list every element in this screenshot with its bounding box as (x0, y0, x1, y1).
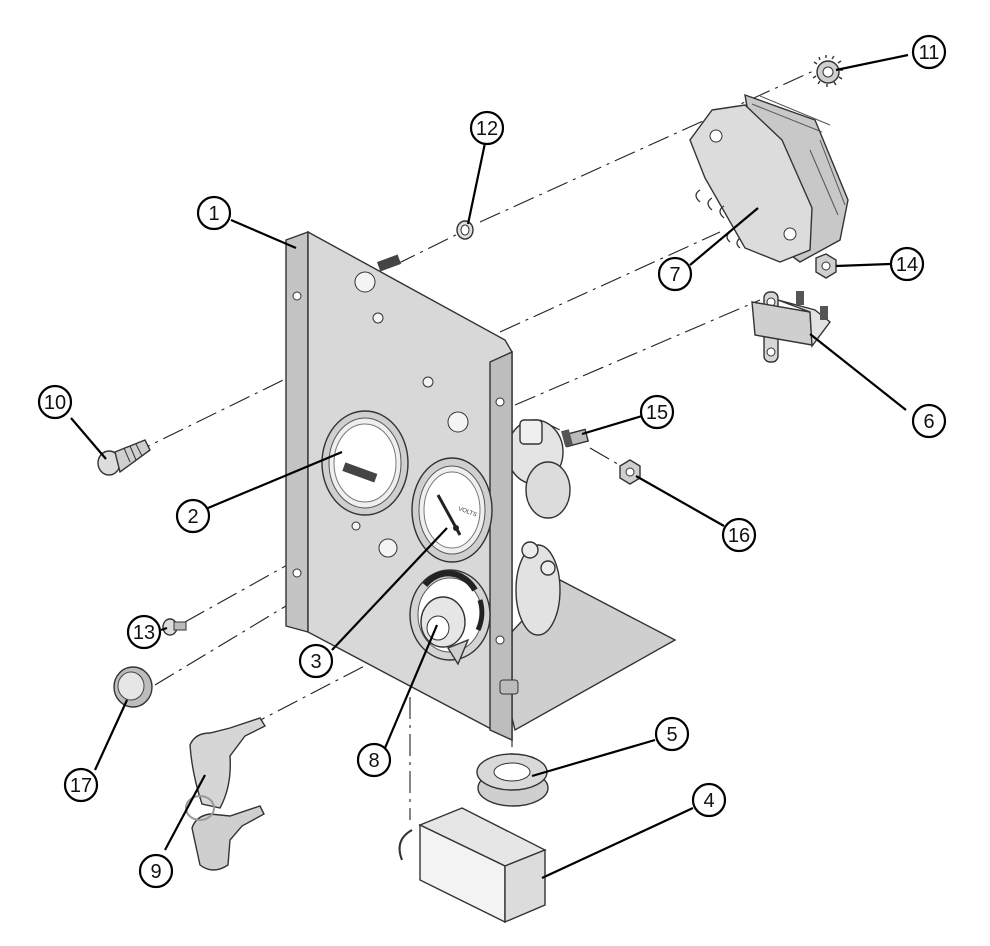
callout-14: 14 (889, 246, 925, 282)
callout-10-label: 10 (44, 392, 66, 414)
callout-6-label: 6 (923, 411, 934, 433)
part-17-plug (113, 666, 153, 708)
callout-2-label: 2 (187, 506, 198, 528)
callout-16: 16 (721, 517, 757, 553)
callout-12: 12 (469, 110, 505, 146)
part-8-key-switch (409, 569, 491, 666)
callout-9: 9 (138, 853, 174, 889)
callout-7-label: 7 (669, 264, 680, 286)
part-11-nut (812, 55, 843, 87)
callout-14-label: 14 (896, 254, 918, 276)
callout-15-label: 15 (646, 402, 668, 424)
callout-5: 5 (654, 716, 690, 752)
part-14-nut (815, 253, 837, 279)
callout-5-label: 5 (666, 724, 677, 746)
part-15-bolt (561, 428, 590, 448)
part-7-module (689, 93, 849, 263)
callout-8-label: 8 (368, 750, 379, 772)
part-13-small-screw (162, 618, 187, 636)
callout-8: 8 (356, 742, 392, 778)
callout-17: 17 (63, 767, 99, 803)
part-16-nut (619, 459, 641, 485)
part-9-keys (185, 717, 267, 871)
callout-15: 15 (639, 394, 675, 430)
callout-11-label: 11 (919, 42, 940, 64)
callout-2: 2 (175, 498, 211, 534)
rear-components (506, 419, 571, 636)
callout-1: 1 (196, 195, 232, 231)
callout-11: 11 (911, 34, 947, 70)
part-3-gauge: VOLTS (411, 457, 493, 563)
callout-1-label: 1 (208, 203, 219, 225)
callout-4-label: 4 (703, 790, 714, 812)
part-10-screw (97, 439, 151, 476)
part-12-washer (456, 220, 474, 240)
callout-17-label: 17 (70, 775, 92, 797)
callout-4: 4 (691, 782, 727, 818)
callout-13: 13 (126, 614, 162, 650)
part-2-hour-meter (321, 410, 409, 516)
callout-10: 10 (37, 384, 73, 420)
callout-13-label: 13 (133, 622, 155, 644)
callout-12-label: 12 (476, 118, 498, 140)
leader-lines (70, 53, 909, 879)
callout-6: 6 (911, 403, 947, 439)
callout-7: 7 (657, 256, 693, 292)
callout-3: 3 (298, 643, 334, 679)
callout-16-label: 16 (728, 525, 750, 547)
callout-9-label: 9 (150, 861, 161, 883)
part-5-grommet (476, 753, 549, 807)
part-6-switch (751, 291, 831, 363)
callout-3-label: 3 (310, 651, 321, 673)
part-4-box (398, 807, 547, 924)
